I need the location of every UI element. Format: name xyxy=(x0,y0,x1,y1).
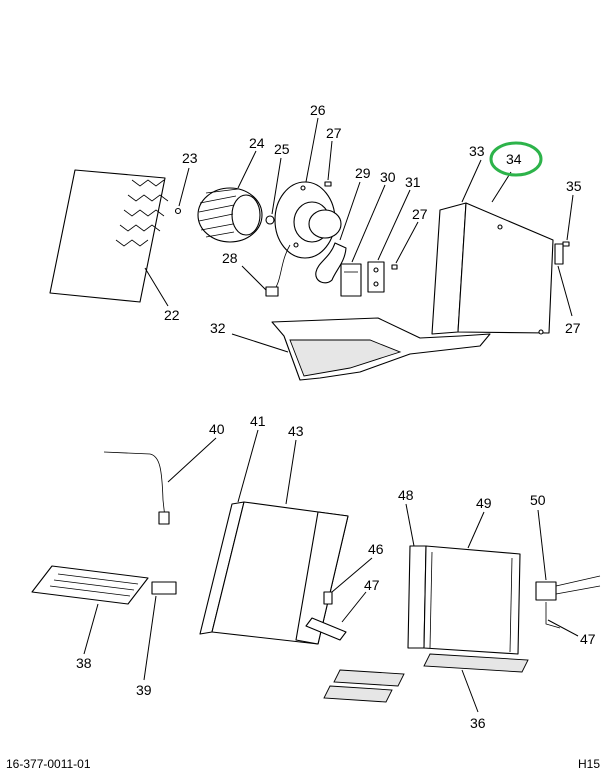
callout-38: 38 xyxy=(76,655,92,671)
hose-part-47-right[interactable] xyxy=(545,602,561,629)
callout-39: 39 xyxy=(136,682,152,698)
callout-31: 31 xyxy=(405,174,421,190)
callout-30: 30 xyxy=(380,169,396,185)
clip-part-39[interactable] xyxy=(151,581,177,595)
callout-40: 40 xyxy=(209,421,225,437)
drawing-number: 16-377-0011-01 xyxy=(6,757,91,771)
housing-part-34[interactable] xyxy=(457,202,554,335)
callout-22: 22 xyxy=(164,307,180,323)
screw-part-35[interactable] xyxy=(562,241,570,247)
valve-part-50[interactable] xyxy=(535,575,601,601)
callout-27-mid: 27 xyxy=(412,206,428,222)
callout-27-right: 27 xyxy=(565,320,581,336)
screw-part-23[interactable] xyxy=(174,207,182,215)
seal-part-36[interactable] xyxy=(323,653,529,703)
callout-28: 28 xyxy=(222,250,238,266)
callout-36: 36 xyxy=(470,715,486,731)
callout-43: 43 xyxy=(288,423,304,439)
callout-41: 41 xyxy=(250,413,266,429)
fitting-part-46[interactable] xyxy=(323,591,333,605)
callout-34-highlight xyxy=(489,141,543,177)
lower-housing-part-32[interactable] xyxy=(271,317,491,381)
heater-core-part-48[interactable] xyxy=(407,545,427,649)
callout-23: 23 xyxy=(182,150,198,166)
clip-part-27-right[interactable] xyxy=(554,243,564,265)
callout-25: 25 xyxy=(274,141,290,157)
callout-34: 34 xyxy=(506,151,522,167)
screw-part-27-top[interactable] xyxy=(324,181,332,187)
connector-part-28[interactable] xyxy=(265,244,291,297)
callout-47-left: 47 xyxy=(364,577,380,593)
callout-48: 48 xyxy=(398,487,414,503)
callout-24: 24 xyxy=(249,135,265,151)
screw-part-27-mid[interactable] xyxy=(391,264,398,270)
resistor-part-30[interactable] xyxy=(340,263,362,297)
blower-wheel-part-24[interactable] xyxy=(197,187,263,243)
nut-part-25[interactable] xyxy=(265,215,275,225)
heater-housing-part-43[interactable] xyxy=(211,501,349,645)
filter-panel-part-22[interactable] xyxy=(49,169,169,303)
callout-49: 49 xyxy=(476,495,492,511)
callout-32: 32 xyxy=(210,320,226,336)
sensor-cable-part-40[interactable] xyxy=(103,451,170,525)
hose-part-47-left[interactable] xyxy=(305,617,347,641)
callout-26: 26 xyxy=(310,102,326,118)
page-code: H15 xyxy=(577,757,600,771)
switch-part-31[interactable] xyxy=(367,261,385,293)
callout-27-top: 27 xyxy=(326,125,342,141)
callout-50: 50 xyxy=(530,492,546,508)
vent-grille-part-38[interactable] xyxy=(31,565,149,605)
hose-part-29[interactable] xyxy=(315,242,347,284)
heater-core-part-49[interactable] xyxy=(423,545,521,655)
callout-33: 33 xyxy=(469,143,485,159)
callout-35: 35 xyxy=(566,178,582,194)
callout-47-right: 47 xyxy=(580,631,596,647)
callout-46: 46 xyxy=(368,541,384,557)
callout-29: 29 xyxy=(355,165,371,181)
blower-motor-part-26[interactable] xyxy=(274,181,342,259)
